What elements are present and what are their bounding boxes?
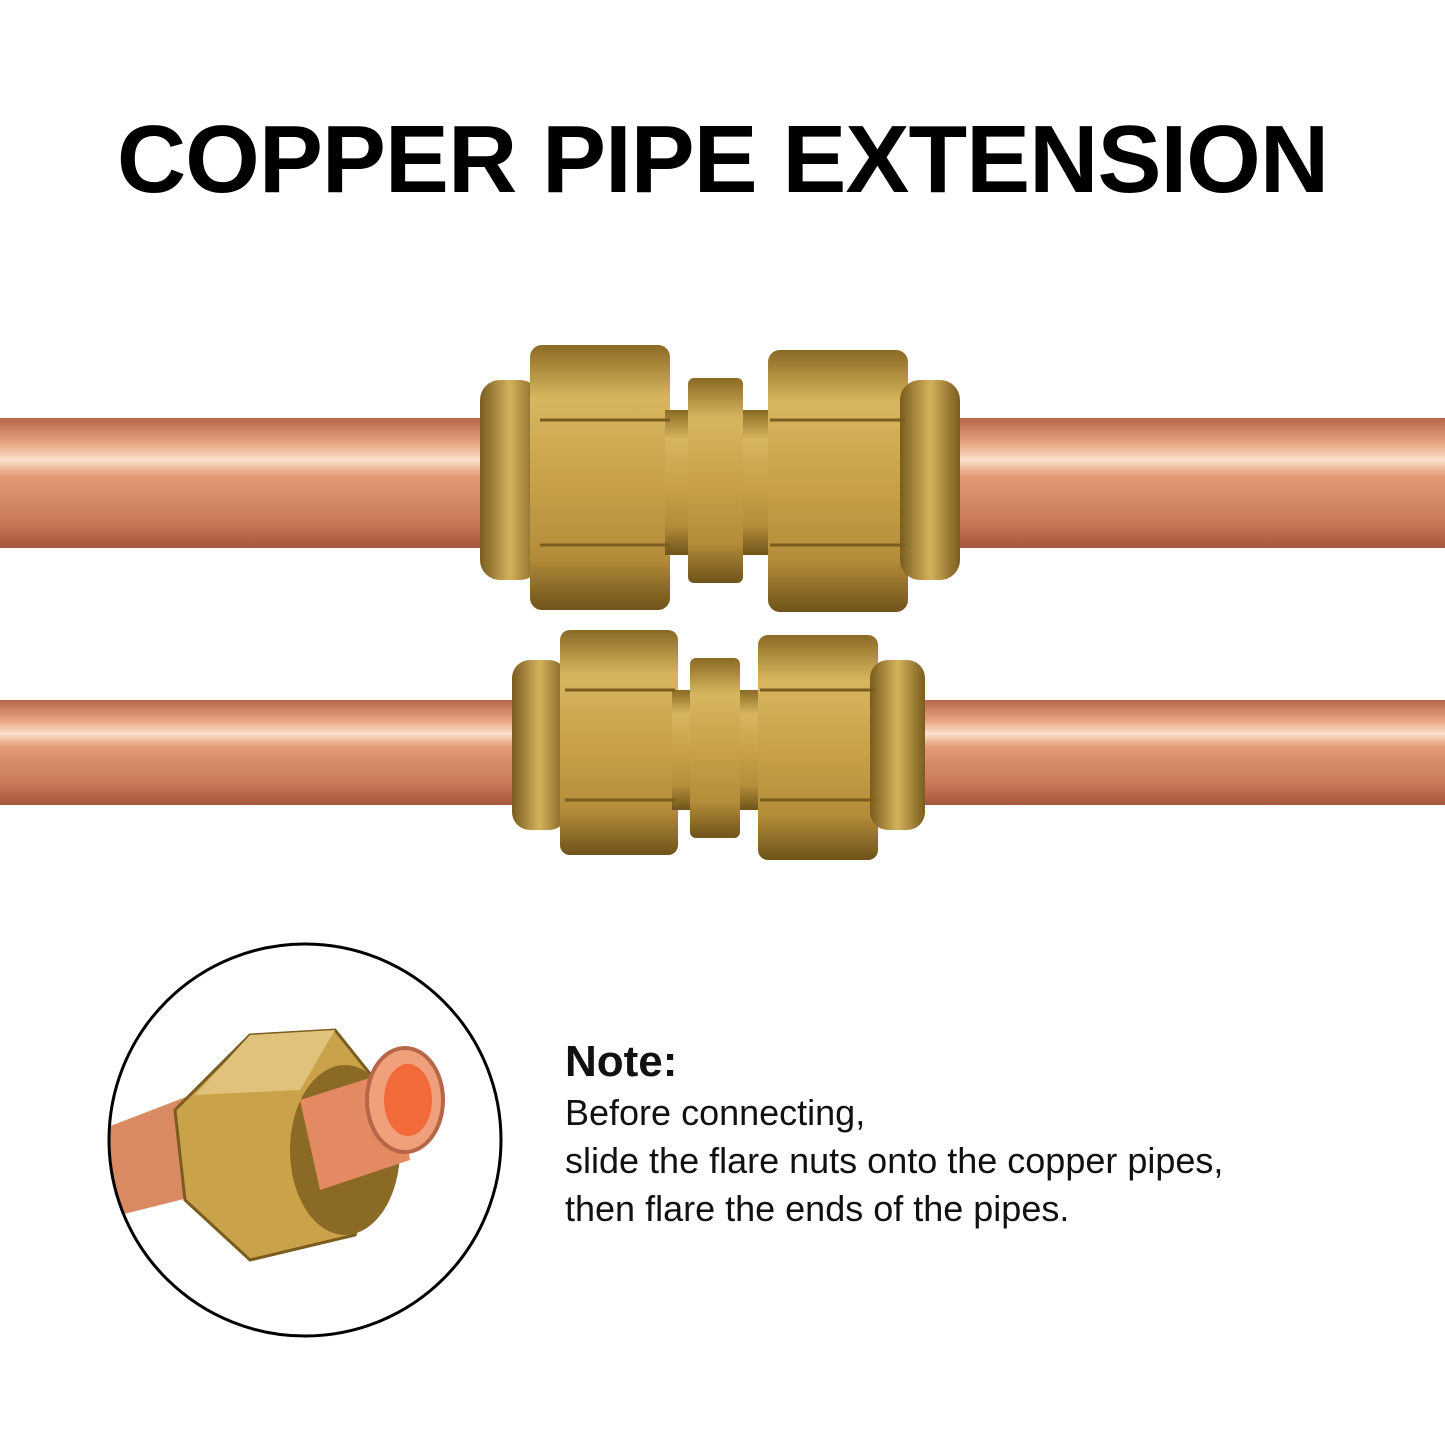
note-line: then flare the ends of the pipes. <box>565 1188 1070 1229</box>
note-heading: Note: <box>565 1037 678 1086</box>
page-title: COPPER PIPE EXTENSION <box>116 106 1329 213</box>
top-pipe-assembly <box>0 345 1445 612</box>
bottom-pipe-assembly <box>0 630 1445 860</box>
note-line: Before connecting, <box>565 1092 866 1133</box>
note-line: slide the flare nuts onto the copper pip… <box>565 1140 1224 1181</box>
note-block: Note: Before connecting, slide the flare… <box>565 1035 1223 1233</box>
flare-detail-inset <box>107 942 503 1338</box>
